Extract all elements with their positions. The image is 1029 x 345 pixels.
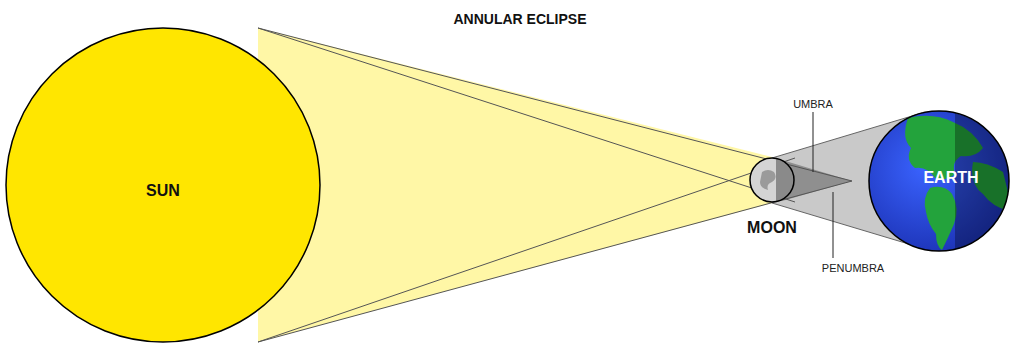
moon-label: MOON: [747, 219, 797, 237]
moon-node: MOON: [738, 156, 806, 240]
ray-line: [258, 181, 852, 342]
earth-node: EARTH: [868, 110, 1010, 252]
ray-line: [258, 28, 795, 202]
sun-label: SUN: [146, 182, 180, 200]
ray-line: [258, 158, 795, 342]
umbra-label: UMBRA: [793, 98, 833, 110]
leader-line: [833, 192, 834, 258]
light-cone: [258, 28, 772, 342]
leader-line: [813, 112, 814, 172]
penumbra-label: PENUMBRA: [822, 262, 884, 274]
sun-node: SUN: [5, 27, 321, 343]
earth-label: EARTH: [923, 169, 978, 187]
ray-line: [258, 28, 852, 181]
diagram-title: ANNULAR ECLIPSE: [453, 11, 586, 27]
